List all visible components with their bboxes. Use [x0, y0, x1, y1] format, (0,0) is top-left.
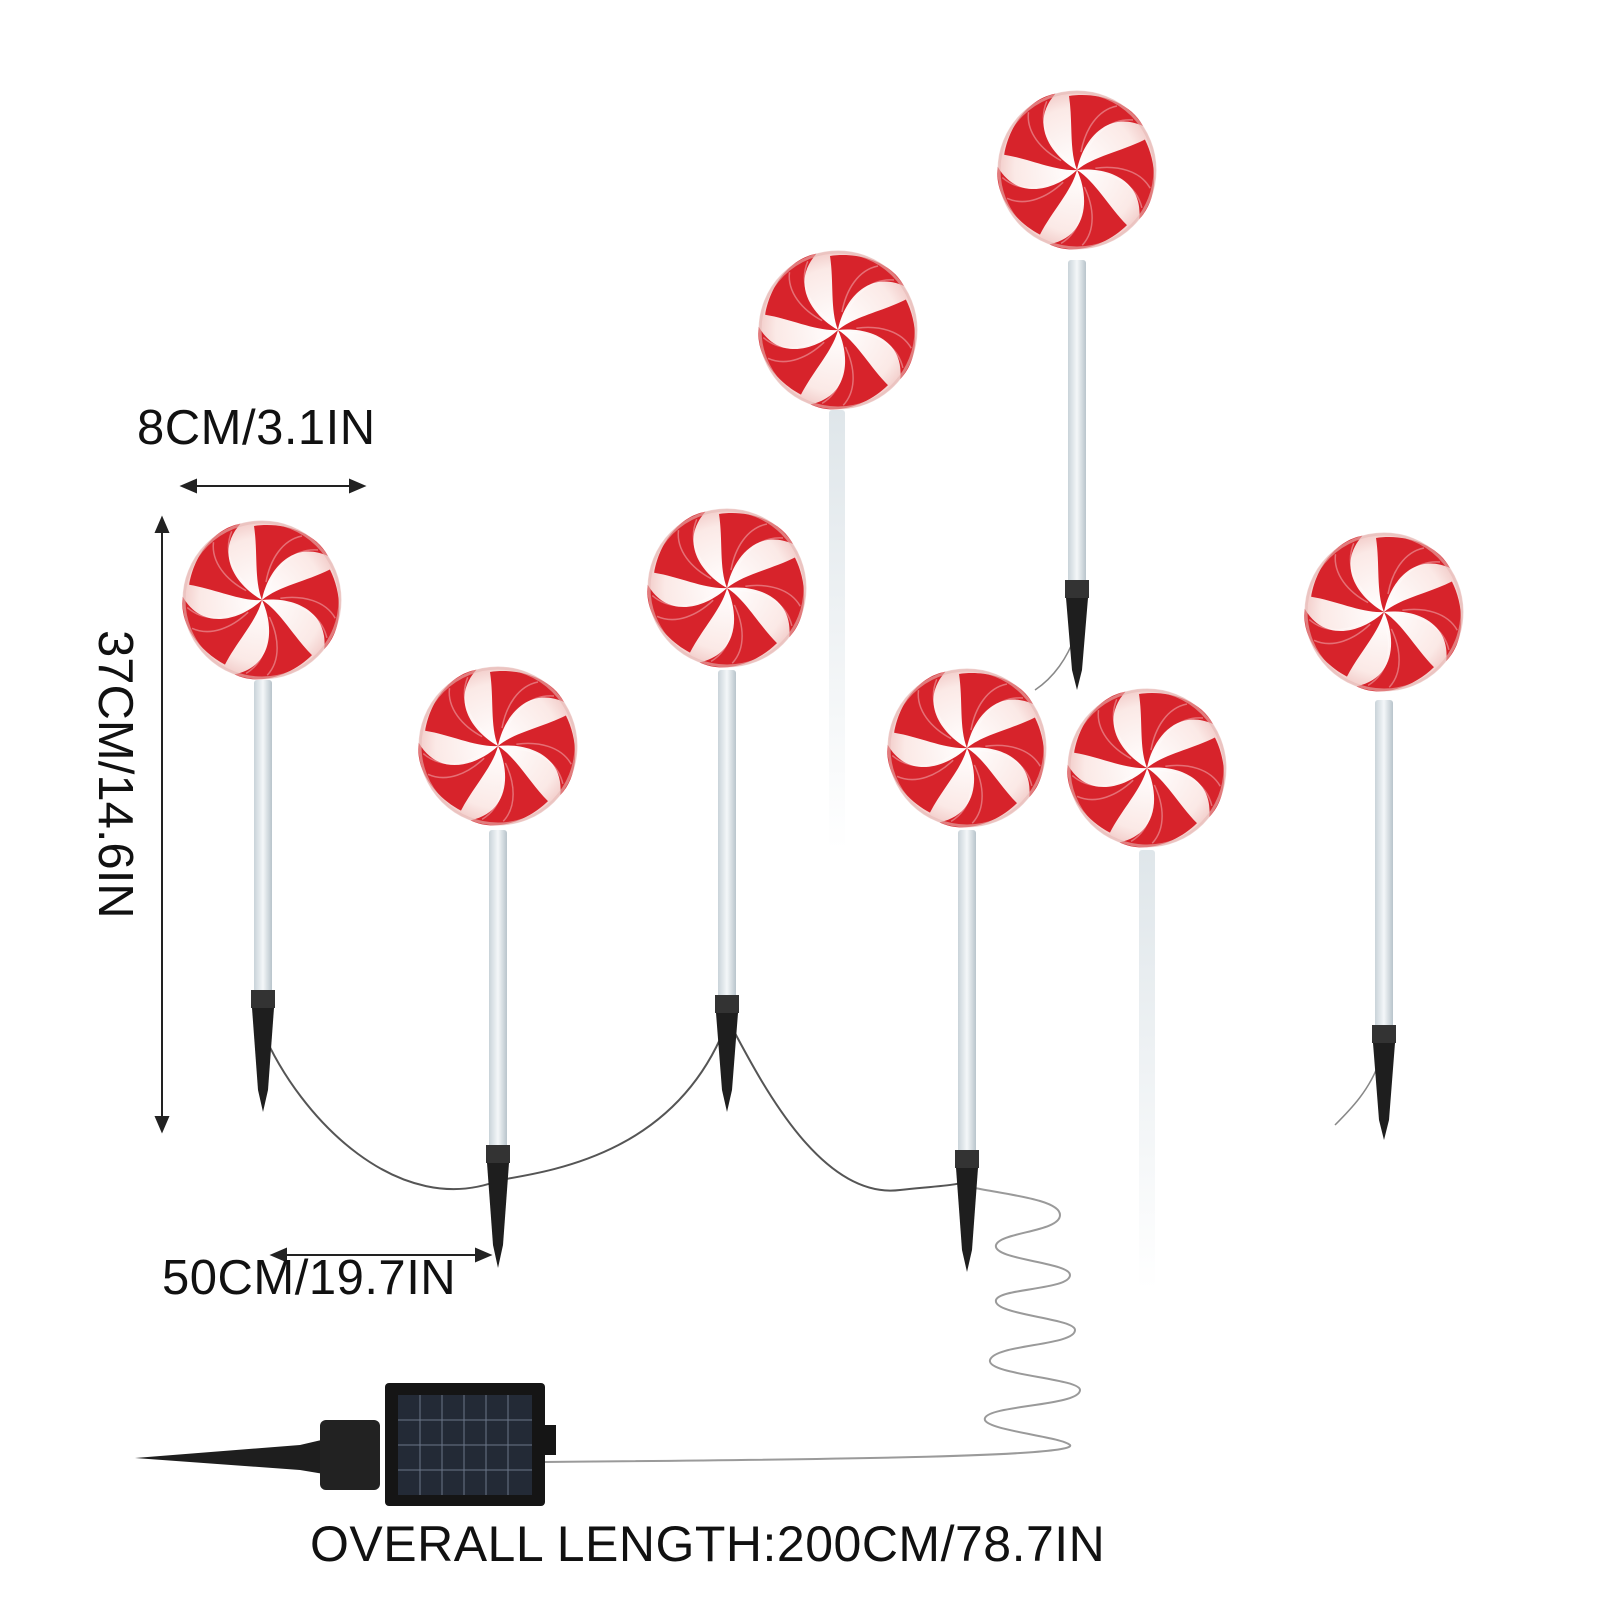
- connecting-wire: [261, 1017, 969, 1192]
- solar-panel-icon: [135, 1383, 556, 1506]
- coiled-wire: [539, 1187, 1082, 1463]
- lollipop-7: [1048, 680, 1241, 1290]
- lollipop-2: [399, 658, 592, 1268]
- height-label: 37CM/14.6IN: [88, 630, 142, 919]
- lollipop-4: [739, 242, 932, 850]
- width-label: 8CM/3.1IN: [137, 401, 376, 455]
- lollipop-3: [628, 500, 821, 1112]
- width-dimension-arrow: [179, 478, 367, 494]
- height-dimension-arrow: [154, 515, 170, 1134]
- lollipop-8: [1285, 524, 1478, 1140]
- lollipop-1: [163, 512, 356, 1112]
- lollipop-6: [868, 660, 1061, 1272]
- overall-length-label: OVERALL LENGTH:200CM/78.7IN: [310, 1516, 1106, 1572]
- spacing-dimension-arrow: [269, 1247, 493, 1263]
- connecting-wire-3: [1334, 1059, 1381, 1126]
- spacing-label: 50CM/19.7IN: [162, 1251, 457, 1305]
- lollipop-5: [978, 82, 1171, 690]
